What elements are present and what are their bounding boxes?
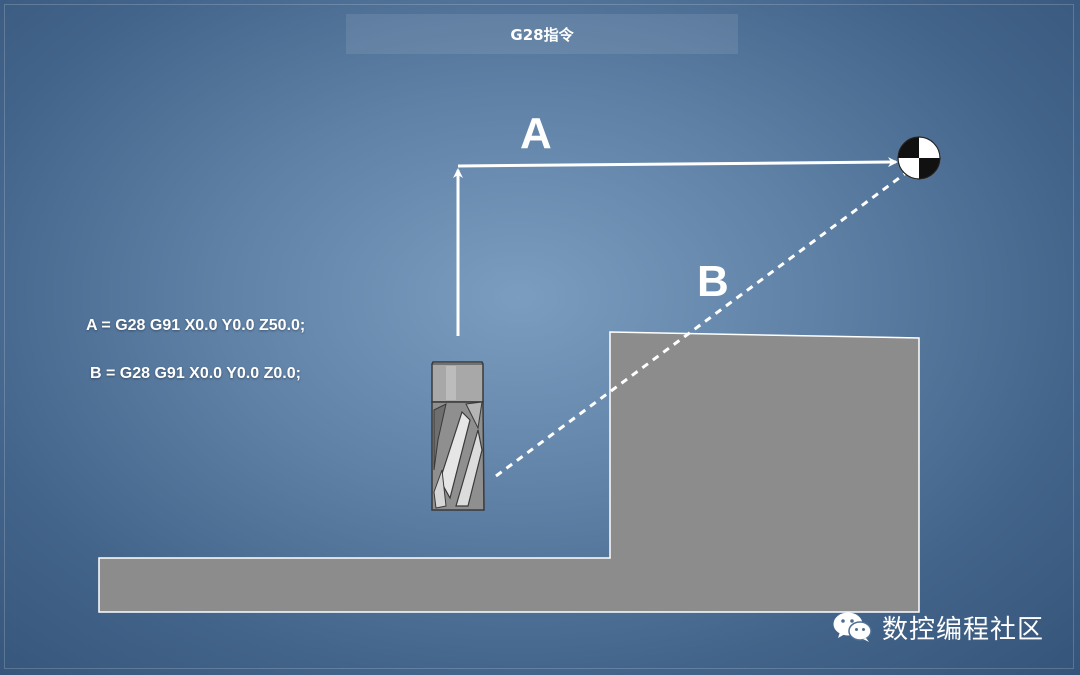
path-a-horizontal-arrow	[457, 157, 898, 168]
title-bar: G28指令	[346, 14, 738, 54]
end-mill-tool	[431, 361, 485, 511]
workpiece	[98, 331, 920, 613]
watermark-text: 数控编程社区	[882, 614, 1045, 645]
path-a-label: A	[520, 109, 552, 158]
code-line-b: B = G28 G91 X0.0 Y0.0 Z0.0;	[90, 365, 301, 382]
watermark: 数控编程社区	[832, 607, 1044, 647]
reference-point-icon	[897, 136, 941, 180]
path-b-dashed-arrow	[495, 165, 916, 478]
wechat-icon	[833, 612, 872, 642]
code-line-a: A = G28 G91 X0.0 Y0.0 Z50.0;	[86, 317, 306, 334]
frame-border	[4, 4, 1074, 669]
path-b-label: B	[697, 257, 729, 306]
page-title: G28指令	[510, 25, 574, 44]
